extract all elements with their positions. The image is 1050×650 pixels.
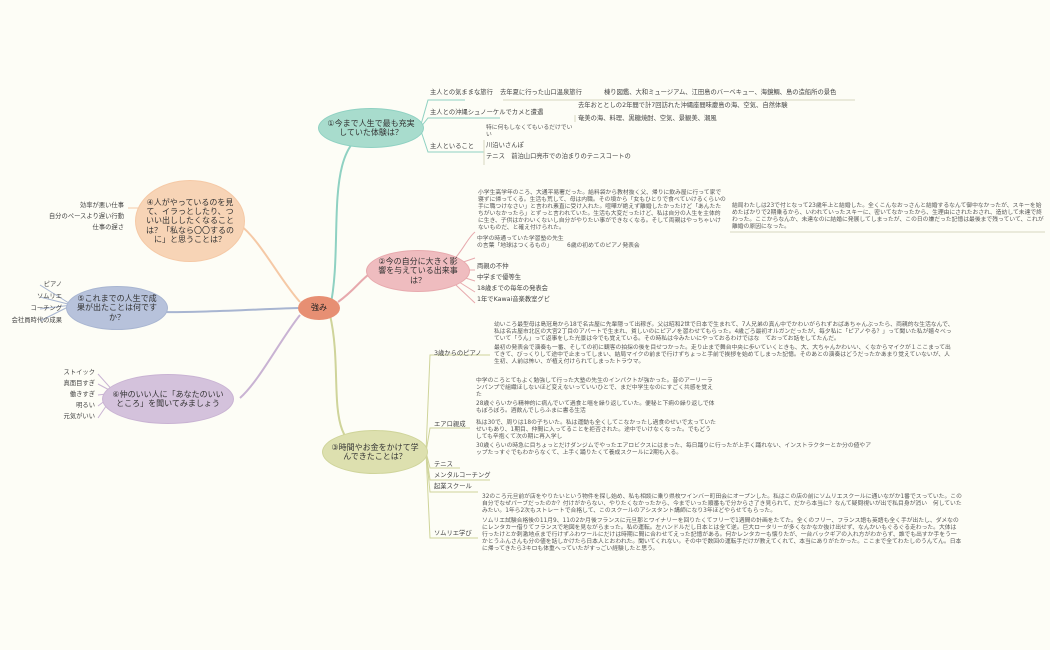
branch3-piano1[interactable]: 幼いころ最型母は島冠島から18で名古屋に先輩隠って出稼ぎ。父は昭和2世で日本で生… — [494, 322, 954, 343]
branch1-node[interactable]: ①今まで人生で最も充実していた体験は？ — [318, 108, 424, 148]
branch2-story1[interactable]: 小学生高学年のころ、大通平易署だった。給料袋から教材抜く父、帰りに飲み屋に行って… — [478, 190, 726, 232]
branch5-item2[interactable]: ソムリエ — [36, 293, 62, 300]
branch3-piano-label[interactable]: 3歳からのピアノ — [434, 350, 482, 357]
branch3-aero2[interactable]: 28歳ぐらいから精神的に病んでいて過食と嘔を繰り返していた。便秘と下痢の繰り返し… — [476, 401, 715, 415]
branch2-item5[interactable]: 18歳までの毎年の発表会 — [477, 285, 548, 292]
branch6-node[interactable]: ⑥仲のいい人に「あなたのいいところ」を聞いてみましょう — [102, 374, 234, 424]
branch2-item3[interactable]: 両親の不仲 — [477, 263, 509, 270]
branch2-item6[interactable]: 1年でKawai音楽教室グビ — [477, 296, 551, 303]
branch3-solo2[interactable]: ソムリエ試験合格後の11月9、11の2か月後フランスに元旦那とワイナリーを回りた… — [482, 518, 962, 553]
branch6-item3[interactable]: 働きすぎ — [69, 391, 95, 398]
branch3-other1[interactable]: テニス — [434, 461, 453, 468]
branch3-other2[interactable]: メンタルコーチング — [434, 472, 491, 479]
branch2-title: ②今の自分に大きく影響を与えている出来事は？ — [378, 257, 458, 285]
branch1-item2-detail1[interactable]: 去年おととしの2年間で計7回訪れた沖縄座間味慶島の海、空気、自然体験 — [578, 102, 788, 109]
branch2-item4[interactable]: 中学まで優等生 — [477, 274, 522, 281]
branch4-item1[interactable]: 効率が悪い仕事 — [79, 202, 124, 209]
branch1-item3-sub1[interactable]: 特に何もしなくてもいるだけでいい — [486, 125, 573, 139]
branch1-item1-label[interactable]: 主人との気ままな旅行 — [430, 89, 493, 96]
branch5-title: ⑤これまでの人生で成果が出たことは何ですか？ — [77, 294, 157, 322]
branch6-item4[interactable]: 明るい — [76, 402, 95, 409]
branch3-solo1[interactable]: 32のころ元旦前が店をやりたいという物件を探し始め、私も相談に乗り県枚ワインバー… — [482, 494, 962, 515]
branch5-item4[interactable]: 会社員時代の成果 — [11, 317, 62, 324]
branch3-solo-label[interactable]: ソムリエ学び — [434, 530, 472, 537]
branch2-node[interactable]: ②今の自分に大きく影響を与えている出来事は？ — [366, 250, 470, 292]
branch1-item2-label[interactable]: 主人との沖縄シュノーケルでカメと遭遇 — [430, 109, 544, 116]
branch1-item1-detail2[interactable]: 棟り図鑑、大和ミュージアム、江田島のバーベキュー、海鏡鯛、島の造船所の景色 — [604, 89, 837, 96]
branch3-piano2[interactable]: 最初の発表会で演奏も一番、そしての初に観客の拍採の後を目せつかった。走り止まで舞… — [494, 345, 951, 366]
branch4-title: ④人がやっているのを見て、イラっとしたり、ついい出ししたくなることは？「私なら〇… — [146, 198, 234, 244]
branch1-item1-detail1[interactable]: 去年夏に行った山口温泉旅行 — [500, 89, 582, 96]
branch5-node[interactable]: ⑤これまでの人生で成果が出たことは何ですか？ — [66, 286, 168, 330]
branch4-item2[interactable]: 自分のペースより遅い行動 — [48, 213, 124, 220]
branch1-item3-label[interactable]: 主人といること — [430, 143, 475, 150]
branch1-title: ①今まで人生で最も充実していた体験は？ — [327, 118, 415, 137]
branch3-title: ③時間やお金をかけて学んできたことは？ — [331, 442, 419, 461]
branch2-item1[interactable]: 中学の時通っていた学習塾の先生の言葉「地球はつくるもの」 — [477, 236, 564, 250]
branch3-aero4[interactable]: 30歳くらいの時急に目ちょっとだけダンジムでやったエアロビクスにはまった、毎日踊… — [476, 443, 872, 457]
center-label: 強み — [311, 303, 327, 313]
branch6-item2[interactable]: 真面目すぎ — [63, 380, 95, 387]
branch3-aero1[interactable]: 中学のころとてもよく勉強して行った大塾の先生のインパクトが強かった。昔のアーリー… — [476, 378, 713, 399]
branch3-aero3[interactable]: 私は30で、周りは18の子ちいた。私は運動も全くしてこなかったし過食のせいで太っ… — [476, 420, 716, 441]
branch6-item5[interactable]: 元気がいい — [63, 413, 95, 420]
branch3-node[interactable]: ③時間やお金をかけて学んできたことは？ — [322, 430, 428, 474]
branch3-aero-label[interactable]: エアロ親成 — [434, 421, 466, 428]
branch5-item1[interactable]: ピアノ — [43, 281, 62, 288]
branch5-item3[interactable]: コーチング — [30, 305, 62, 312]
branch1-item3-sub2[interactable]: 川沿いさんぽ — [486, 142, 524, 149]
branch3-other3[interactable]: 起業スクール — [434, 483, 472, 490]
branch4-item3[interactable]: 仕事の遅さ — [92, 224, 124, 231]
branch2-item2[interactable]: 6歳の初めてのピアノ発表会 — [567, 243, 640, 249]
branch6-title: ⑥仲のいい人に「あなたのいいところ」を聞いてみましょう — [112, 389, 224, 408]
center-node[interactable]: 強み — [298, 296, 340, 320]
branch1-item2-detail2[interactable]: 奄美の海、料理、黒糖焼酎、空気、景観美、潮風 — [578, 115, 717, 122]
branch1-item3-sub3[interactable]: テニス 前泊山口亮市での泊まりのテニスコートの — [486, 153, 631, 160]
branch6-item1[interactable]: ストイック — [63, 369, 95, 376]
branch4-node[interactable]: ④人がやっているのを見て、イラっとしたり、ついい出ししたくなることは？「私なら〇… — [135, 180, 245, 262]
branch2-story2[interactable]: 結局わたしは23で付となって23歳年上と結婚した。全くこんなおっさんと結婚するな… — [732, 203, 1044, 231]
